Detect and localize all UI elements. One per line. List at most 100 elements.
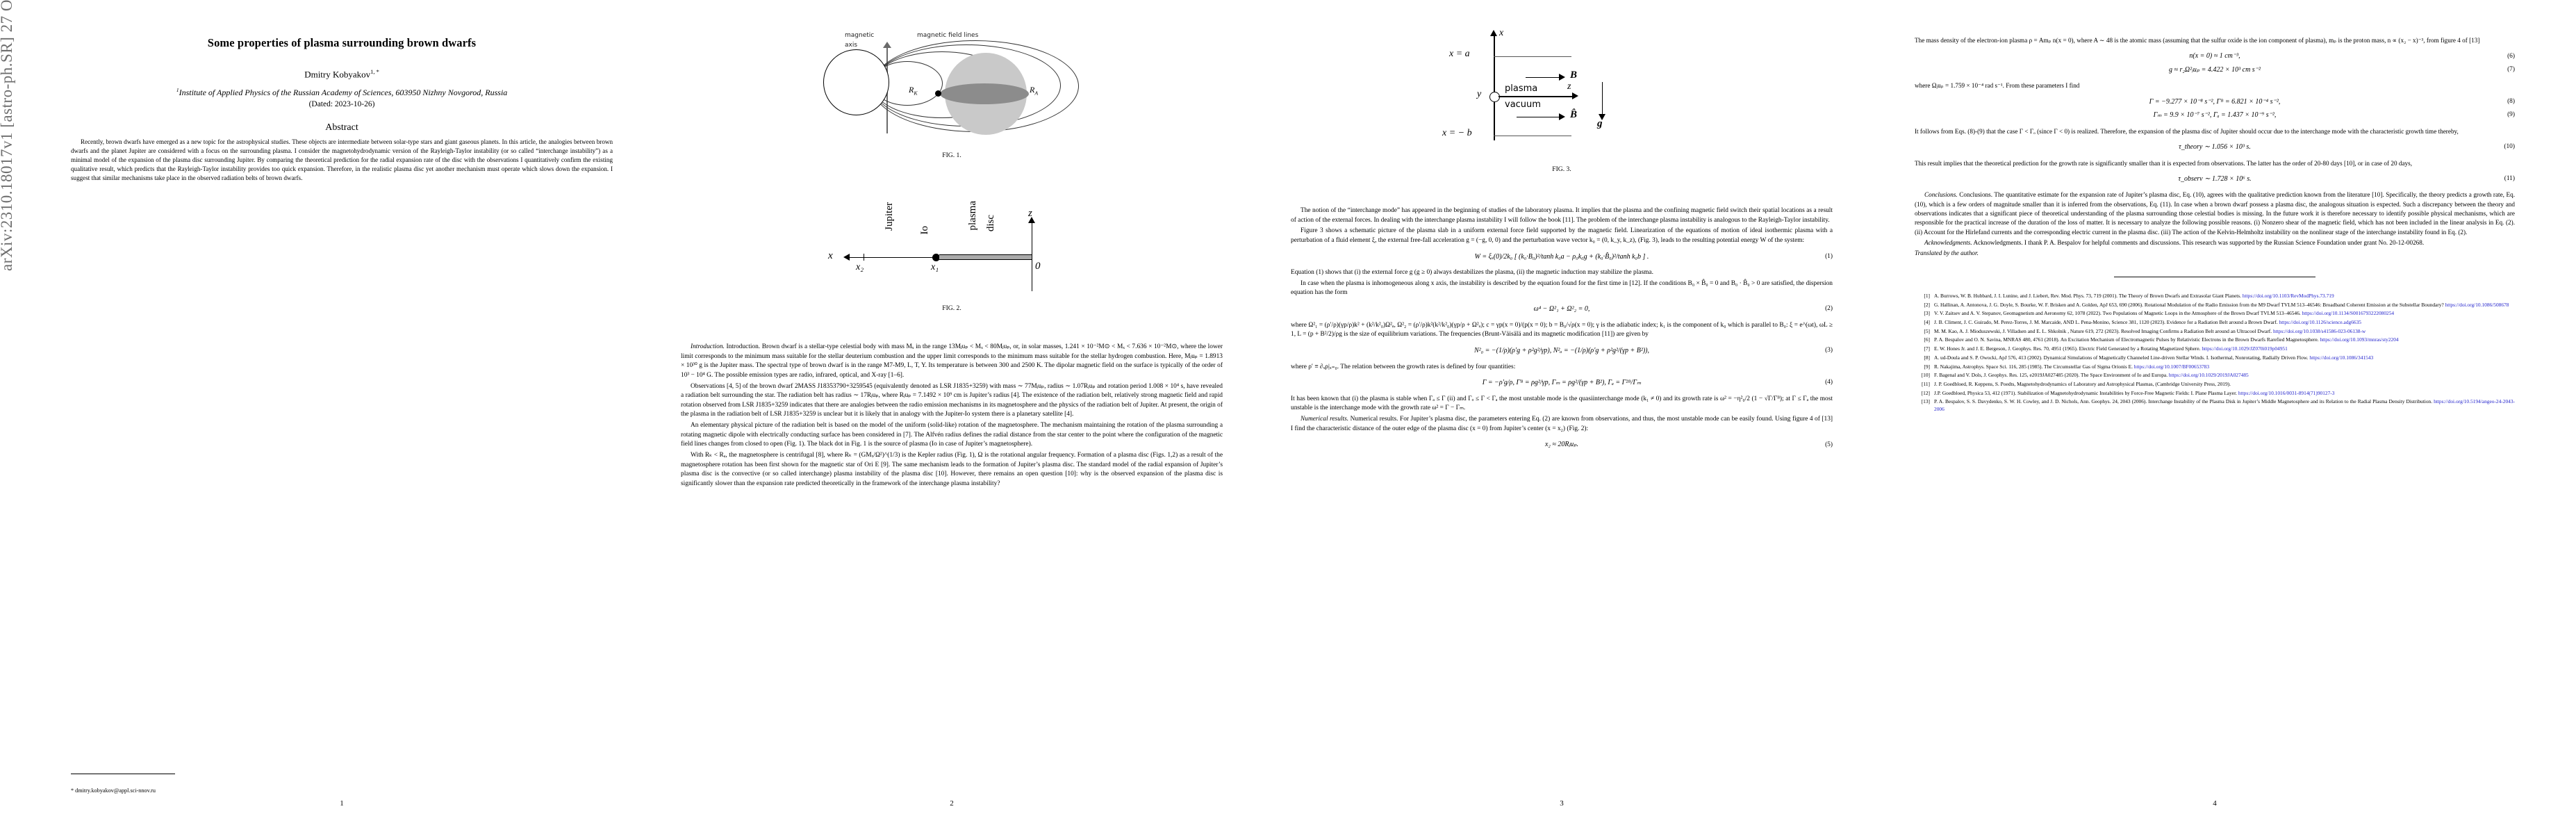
reference-doi-link[interactable]: https://doi.org/10.1038/s41586-023-06138…: [2272, 327, 2366, 334]
equation-2-row: ω⁴ − Ω²₁ + Ω²₂ = 0, (2): [1291, 304, 1833, 315]
abstract-text: Recently, brown dwarfs have emerged as a…: [71, 138, 613, 181]
equation-11: τ_observ ∼ 1.728 × 10⁶ s.: [2178, 174, 2252, 183]
page-3: x x = a B y z plasma vacuum B̂ g: [1263, 0, 1860, 834]
reference-doi-link[interactable]: https://doi.org/10.1086/508678: [2445, 301, 2509, 308]
g-arrow-icon: [1599, 114, 1605, 120]
footnote-email: * dmitry.kobyakov@appl.sci-nnov.ru: [71, 787, 156, 794]
page-title: Some properties of plasma surrounding br…: [207, 36, 477, 49]
reference-item: [5]M. M. Kao, A. J. Mioduszewski, J. Vil…: [1915, 328, 2515, 335]
x1-label: x₁: [931, 262, 939, 272]
reference-doi-link[interactable]: https://doi.org/10.1086/341543: [2309, 354, 2374, 361]
reference-doi-link[interactable]: https://doi.org/10.1093/mnras/sty2204: [2320, 336, 2399, 343]
g-arrow-shaft: [1602, 82, 1603, 115]
equation-5-number: (5): [1825, 441, 1833, 448]
page-4-body: The mass density of the electron-ion pla…: [1915, 36, 2515, 413]
reference-doi-link[interactable]: https://doi.org/10.1126/science.adg6635: [2279, 318, 2361, 325]
affiliation-marker: 1: [176, 87, 179, 94]
figure-2: x x₂ x₁ z 0 Jupiter Io plasma disc: [806, 195, 1098, 317]
reference-doi-link[interactable]: https://doi.org/10.5194/angeo-24-2043-20…: [1934, 398, 2515, 412]
equation-4-row: Γ = −ρ′g/ρ, Γᴮ = ρg²/γp, Γₘ = ρg²/(γp + …: [1291, 378, 1833, 389]
equation-7-number: (7): [2507, 66, 2515, 74]
paragraph-elementary-picture: An elementary physical picture of the ra…: [681, 422, 1223, 448]
paragraph-inhomogeneous: In case when the plasma is inhomogeneous…: [1291, 279, 1833, 297]
plasma-label: plasma: [967, 201, 978, 231]
paragraph-known-results: It has been known that (i) the plasma is…: [1291, 395, 1833, 412]
references-list: [1]A. Burrows, W. B. Hubbard, J. I. Luni…: [1915, 293, 2515, 413]
paragraph-follows-from-eqs: It follows from Eqs. (8)-(9) that the ca…: [1915, 127, 2459, 135]
jupiter-label: Jupiter: [884, 202, 895, 231]
affiliation-text: Institute of Applied Physics of the Russ…: [179, 88, 508, 98]
page-3-body: The notion of the “interchange mode” has…: [1291, 206, 1833, 450]
reference-number: [10]: [1921, 372, 1930, 379]
reference-item: [7] E. W. Hones Jr. and J. E. Bergeson, J…: [1915, 345, 2515, 352]
reference-number: [6]: [1924, 336, 1930, 343]
reference-item: [2]G. Hallinan, A. Antonova, J. G. Doyle…: [1915, 302, 2515, 309]
z-axis-line-fig3: [1498, 96, 1574, 97]
fig3-x-label: x: [1499, 28, 1504, 38]
reference-text: P. A. Bespalov and O. N. Savina, MNRAS 4…: [1934, 336, 2399, 343]
paragraph-observations: Observations [4, 5] of the brown dwarf 2…: [681, 382, 1223, 418]
io-label: Io: [919, 226, 930, 235]
disc-label: disc: [985, 215, 996, 232]
equation-8-row: Γ = −9.277 × 10⁻⁸ s⁻², Γᴮ = 6.821 × 10⁻⁴…: [1915, 97, 2515, 108]
equation-1-row: W = ξₓ(0)/2k₀ [ (k₀·B₀)²/tanh k₀a − ρ₀k₀…: [1291, 252, 1833, 263]
page-number-4: 4: [2213, 799, 2217, 808]
reference-doi-link[interactable]: https://doi.org/10.1029/2019JA027485: [2168, 372, 2249, 379]
reference-text: M. M. Kao, A. J. Mioduszewski, J. Villad…: [1934, 327, 2366, 334]
author-affil-marker: 1, *: [370, 68, 379, 75]
reference-doi-link[interactable]: https://doi.org/10.1016/0031-8914(71)901…: [2238, 389, 2335, 396]
reference-number: [4]: [1924, 318, 1930, 325]
reference-doi-link[interactable]: https://doi.org/10.1007/BF00653783: [2133, 363, 2210, 370]
reference-number: [7]: [1924, 345, 1930, 352]
reference-doi-link[interactable]: https://doi.org/10.1103/RevModPhys.73.71…: [2242, 292, 2334, 299]
x-equals-a-label: x = a: [1449, 49, 1470, 59]
reference-item: [10] F. Bagenal and V. Dols, J. Geophys. …: [1915, 372, 2515, 379]
reference-text: A. Burrows, W. B. Hubbard, J. I. Lunine,…: [1934, 292, 2334, 299]
z-axis-arrow-icon-fig3: [1572, 92, 1578, 99]
reference-doi-link[interactable]: https://doi.org/10.1134/S001679322208025…: [2302, 310, 2395, 317]
x-axis-line: [849, 257, 936, 259]
reference-text: P. A. Bespalov, S. S. Davydenko, S. W. H…: [1934, 398, 2515, 412]
page-4: The mass density of the electron-ion pla…: [1888, 0, 2541, 834]
equation-11-number: (11): [2504, 175, 2515, 183]
vacuum-region-label: vacuum: [1505, 99, 1541, 110]
author-name: Dmitry Kobyakov1, *: [43, 68, 641, 80]
reference-text: F. Bagenal and V. Dols, J. Geophys. Res.…: [1934, 372, 2249, 379]
figure-1-caption: FIG. 1.: [942, 152, 961, 159]
paragraph-numerical-results: Numerical results. Numerical results. Fo…: [1291, 416, 1833, 432]
reference-doi-link[interactable]: https://doi.org/10.1029/JZ070i019p04951: [2202, 345, 2288, 352]
equation-7-row: g ≈ r₂Ω²ⱼuₚ = 4.422 × 10³ cm s⁻² (7): [1915, 65, 2515, 76]
equation-9-number: (9): [2507, 111, 2515, 119]
equation-6: n(x = 0) ≈ 1 cm⁻³,: [2189, 52, 2240, 60]
paragraph-conclusions: Conclusions. Conclusions. The quantitati…: [1915, 191, 2516, 236]
reference-item: [12]J.P. Goedbloed, Physica 53, 412 (197…: [1915, 390, 2515, 397]
page-1: Some properties of plasma surrounding br…: [43, 0, 641, 834]
paragraph-eq1-discussion: Equation (1) shows that (i) the external…: [1291, 269, 1653, 277]
x-axis-label: x: [828, 250, 833, 261]
z-label-fig3: z: [1567, 81, 1571, 92]
x-equals-minus-b-label: x = − b: [1442, 128, 1472, 138]
page-number-2: 2: [950, 799, 954, 808]
equation-6-number: (6): [2507, 52, 2515, 60]
reference-item: [6] P. A. Bespalov and O. N. Savina, MNRA…: [1915, 336, 2515, 343]
equation-10: τ_theory ∼ 1.056 × 10³ s.: [2179, 143, 2251, 152]
magnetic-axis-label-line1: magnetic: [845, 32, 875, 39]
reference-text: G. Hallinan, A. Antonova, J. G. Doyle, S…: [1934, 301, 2509, 308]
reference-number: [8]: [1924, 354, 1930, 361]
plasma-disc-dark: [940, 83, 1029, 104]
reference-number: [3]: [1924, 310, 1930, 317]
reference-text: E. W. Hones Jr. and J. E. Bergeson, J. G…: [1934, 345, 2288, 352]
equation-2-number: (2): [1825, 305, 1833, 313]
B-label: B: [1570, 70, 1578, 81]
equation-8: Γ = −9.277 × 10⁻⁸ s⁻², Γᴮ = 6.821 × 10⁻⁴…: [2149, 97, 2281, 106]
reference-number: [12]: [1921, 389, 1930, 396]
fig3-x-axis: [1494, 35, 1495, 140]
equation-3-row: N²₀ = −(1/ρ)(ρ′g + ρ²g²/γp), N²ₐ = −(1/ρ…: [1291, 346, 1833, 357]
paragraph-where-eq2: where Ω²₁ = (ρ′/ρ)(γp/ρ)k² + (k²/k²₀)Ω²ₐ…: [1291, 321, 1833, 338]
reference-number: [9]: [1924, 363, 1930, 370]
paragraph-result-implies: This result implies that the theoretical…: [1915, 159, 2412, 167]
equation-3: N²₀ = −(1/ρ)(ρ′g + ρ²g²/γp), N²ₐ = −(1/ρ…: [1473, 346, 1650, 354]
x-axis-arrow-icon: [843, 254, 850, 261]
page-number-3: 3: [1560, 799, 1564, 808]
reference-text: R. Nakajima, Astrophys. Space Sci. 116, …: [1934, 363, 2210, 370]
